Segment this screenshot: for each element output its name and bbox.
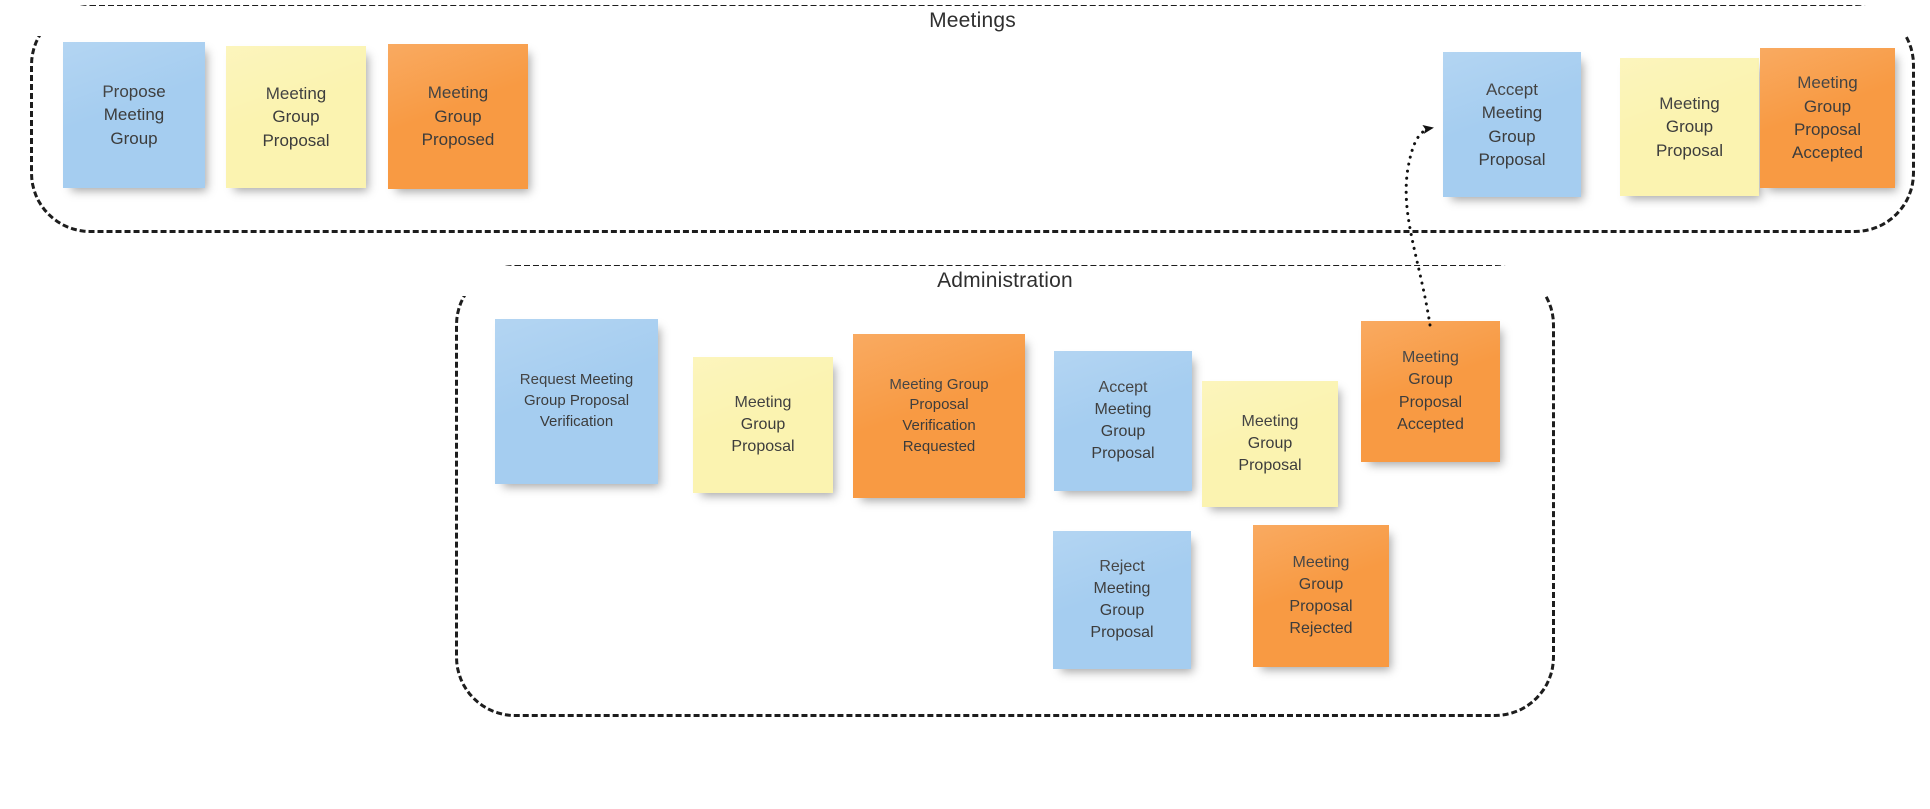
sticky-note-accept-meeting-group-proposal-admin[interactable]: Accept Meeting Group Proposal [1054, 351, 1192, 491]
boundary-administration: Administration [455, 265, 1555, 717]
sticky-note-meeting-group-proposal-accepted-admin[interactable]: Meeting Group Proposal Accepted [1361, 321, 1500, 462]
sticky-note-label: Meeting Group Proposed [421, 83, 495, 150]
sticky-note-label: Meeting Group Proposal [262, 83, 330, 150]
sticky-note-meeting-group-proposal-verification-requested[interactable]: Meeting Group Proposal Verification Requ… [853, 334, 1025, 498]
sticky-note-label: Request Meeting Group Proposal Verificat… [519, 371, 634, 430]
sticky-note-label: Accept Meeting Group Proposal [1478, 79, 1546, 169]
boundary-meetings: Meetings [30, 5, 1915, 233]
sticky-note-meeting-group-proposal-aggregate-2[interactable]: Meeting Group Proposal [1620, 58, 1759, 196]
sticky-note-label: Meeting Group Proposal [1655, 93, 1724, 160]
sticky-note-label: Meeting Group Proposal Rejected [1289, 553, 1353, 638]
sticky-note-label: Reject Meeting Group Proposal [1090, 557, 1154, 642]
sticky-note-reject-meeting-group-proposal[interactable]: Reject Meeting Group Proposal [1053, 531, 1191, 669]
sticky-note-label: Meeting Group Proposal [1238, 412, 1302, 475]
sticky-note-request-meeting-group-proposal-verification[interactable]: Request Meeting Group Proposal Verificat… [495, 319, 658, 484]
sticky-note-propose-meeting-group[interactable]: Propose Meeting Group [63, 42, 205, 188]
sticky-note-label: Meeting Group Proposal [731, 393, 795, 456]
sticky-note-accept-meeting-group-proposal-meetings[interactable]: Accept Meeting Group Proposal [1443, 52, 1581, 197]
sticky-note-label: Meeting Group Proposal Accepted [1397, 349, 1464, 433]
boundary-meetings-title: Meetings [33, 6, 1912, 36]
sticky-note-meeting-group-proposed[interactable]: Meeting Group Proposed [388, 44, 528, 189]
sticky-note-meeting-group-proposal-aggregate-3[interactable]: Meeting Group Proposal [693, 357, 833, 493]
sticky-note-label: Meeting Group Proposal Accepted [1792, 73, 1863, 163]
sticky-note-meeting-group-proposal-accepted-meetings[interactable]: Meeting Group Proposal Accepted [1760, 48, 1895, 188]
sticky-note-label: Meeting Group Proposal Verification Requ… [889, 375, 989, 455]
sticky-note-label: Accept Meeting Group Proposal [1091, 378, 1155, 463]
boundary-administration-title: Administration [458, 266, 1552, 296]
sticky-note-meeting-group-proposal-aggregate-4[interactable]: Meeting Group Proposal [1202, 381, 1338, 507]
sticky-note-meeting-group-proposal-rejected[interactable]: Meeting Group Proposal Rejected [1253, 525, 1389, 667]
sticky-note-meeting-group-proposal-aggregate-1[interactable]: Meeting Group Proposal [226, 46, 366, 188]
sticky-note-label: Propose Meeting Group [102, 81, 166, 148]
